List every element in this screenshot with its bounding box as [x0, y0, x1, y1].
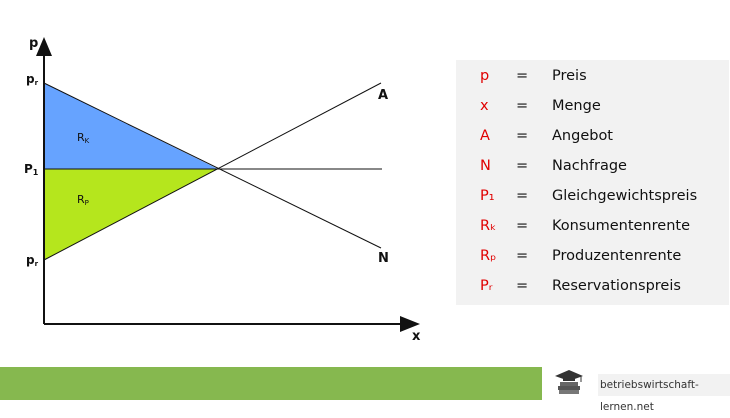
site-name[interactable]: betriebswirtschaft-lernen.net	[598, 374, 730, 413]
legend-equals: =	[516, 128, 529, 144]
legend-row: Pᵣ = Reservationspreis	[456, 272, 729, 302]
legend-equals: =	[516, 158, 529, 174]
supply-label: A	[378, 88, 388, 103]
legend-symbol: N	[480, 158, 491, 174]
legend-equals: =	[516, 248, 529, 264]
legend-row: A = Angebot	[456, 122, 729, 152]
legend-description: Angebot	[552, 128, 613, 144]
demand-curve	[43, 82, 382, 249]
legend-equals: =	[516, 278, 529, 294]
x-axis-arrow	[400, 316, 420, 332]
legend-row: N = Nachfrage	[456, 152, 729, 182]
legend-equals: =	[516, 188, 529, 204]
legend-description: Gleichgewichtspreis	[552, 188, 698, 204]
price-equilibrium-label: P1	[24, 162, 39, 177]
legend-symbol: P₁	[480, 188, 495, 204]
legend-symbol: p	[480, 68, 490, 84]
x-axis-label: x	[412, 329, 421, 344]
legend-equals: =	[516, 218, 529, 234]
graduation-cap-books-icon	[555, 370, 583, 394]
legend-symbol: Rₖ	[480, 218, 497, 234]
footer-bar	[0, 367, 542, 400]
legend-description: Produzentenrente	[552, 248, 682, 264]
legend-row: Rₚ = Produzentenrente	[456, 242, 729, 272]
supply-curve	[43, 82, 382, 261]
legend-description: Nachfrage	[552, 158, 627, 174]
legend-row: x = Menge	[456, 92, 729, 122]
producer-surplus-label: RP	[77, 193, 89, 207]
legend-symbol: x	[480, 98, 489, 114]
y-axis-arrow	[36, 37, 52, 56]
legend-row: p = Preis	[456, 62, 729, 92]
price-top-label: pr	[26, 72, 39, 87]
legend-description: Reservationspreis	[552, 278, 681, 294]
legend-symbol: Pᵣ	[480, 278, 493, 294]
demand-label: N	[378, 251, 389, 266]
legend-row: P₁ = Gleichgewichtspreis	[456, 182, 729, 212]
legend-description: Menge	[552, 98, 601, 114]
price-bottom-label: pr	[26, 253, 39, 268]
legend-box: p = Preis x = Menge A = Angebot N = Nach…	[456, 60, 729, 305]
y-axis-label: p	[29, 36, 38, 51]
legend-symbol: A	[480, 128, 490, 144]
legend-row: Rₖ = Konsumentenrente	[456, 212, 729, 242]
legend-description: Konsumentenrente	[552, 218, 690, 234]
legend-equals: =	[516, 98, 529, 114]
legend-description: Preis	[552, 68, 587, 84]
legend-symbol: Rₚ	[480, 248, 497, 264]
consumer-producer-surplus-diagram: p x A N pr P1 pr RK RP	[24, 36, 421, 344]
legend-equals: =	[516, 68, 529, 84]
